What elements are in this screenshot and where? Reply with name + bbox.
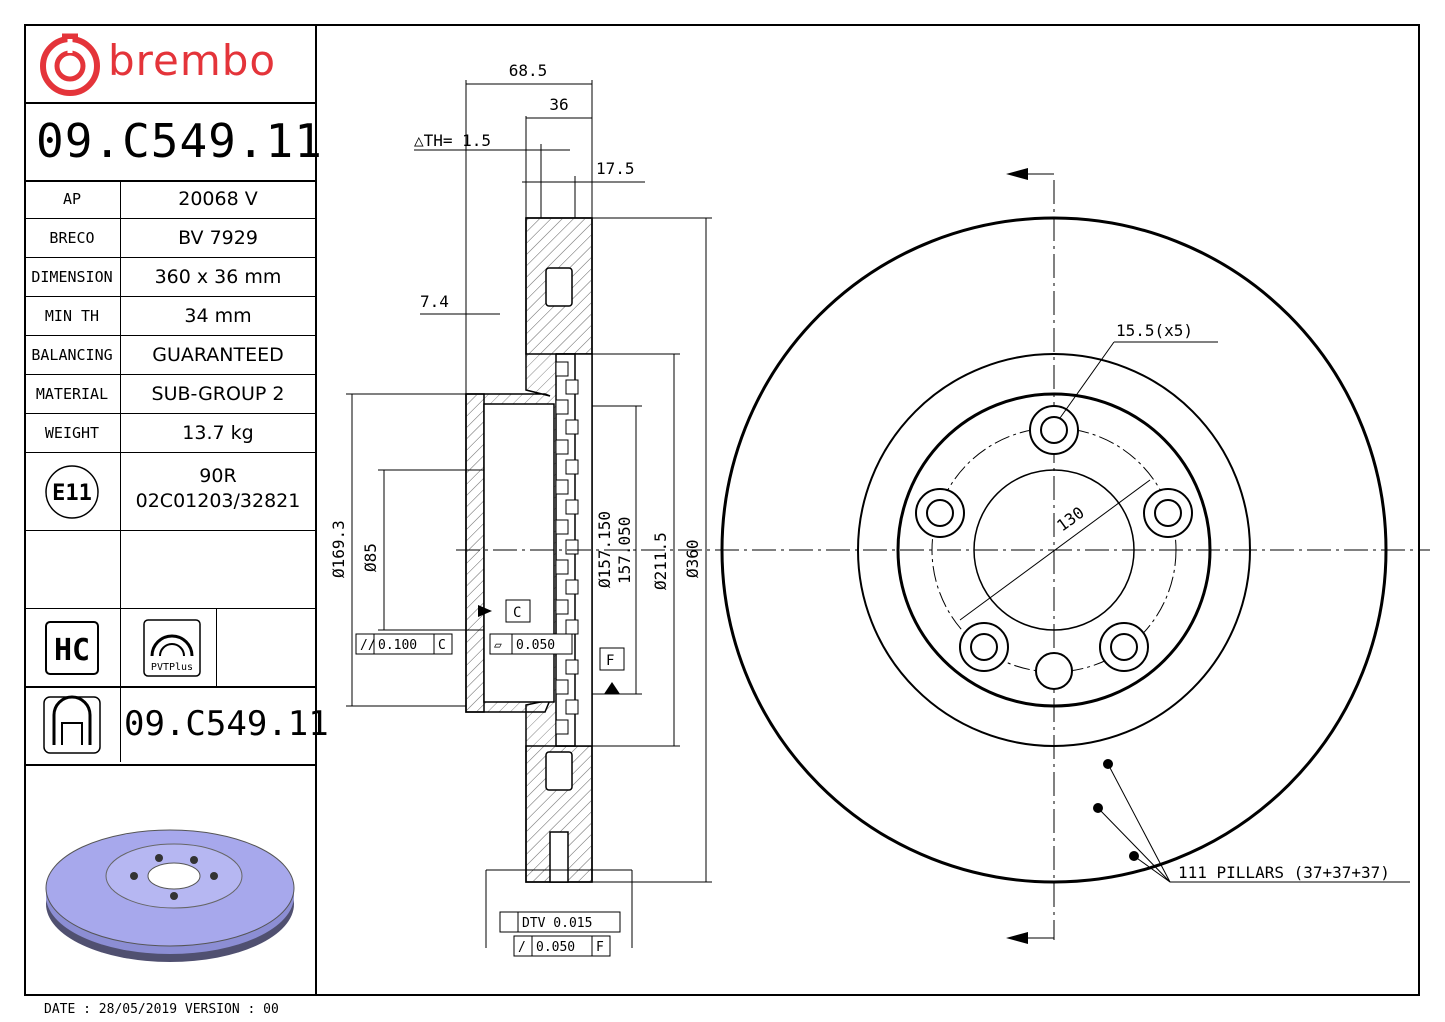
disc-profile-icon <box>43 695 101 754</box>
spec-key: BALANCING <box>24 336 121 374</box>
hc-badge-text: HC <box>54 633 90 668</box>
spec-value: 20068 V <box>178 188 258 210</box>
rotor-3d-image <box>45 829 295 962</box>
spec-key: BRECO <box>24 219 121 257</box>
code-cell: 09.C549.11 <box>24 686 329 766</box>
cert-line-2: 02C01203/32821 <box>135 490 301 512</box>
spec-key: MIN TH <box>24 297 121 335</box>
spec-key: AP <box>24 180 121 218</box>
blank-cell <box>24 530 315 609</box>
certification-text: 90R 02C01203/32821 <box>121 464 315 514</box>
spec-value: BV 7929 <box>178 227 258 249</box>
e11-mark-text: E11 <box>52 481 92 506</box>
pvt-plus-badge-icon: PVTPlus <box>143 619 201 677</box>
drawing-frame <box>24 24 1420 996</box>
spec-value: 34 mm <box>184 305 252 327</box>
e11-mark-icon: E11 <box>45 465 99 519</box>
brembo-logo-icon <box>40 33 100 96</box>
spec-key: WEIGHT <box>24 414 121 452</box>
footer-date-version: DATE : 28/05/2019 VERSION : 00 <box>44 1002 279 1017</box>
certification-cell: E11 90R 02C01203/32821 <box>24 452 315 686</box>
spec-value: 360 x 36 mm <box>154 266 282 288</box>
spec-row-material: MATERIAL SUB-GROUP 2 <box>24 375 315 414</box>
part-number: 09.C549.11 <box>36 114 323 168</box>
badge-cell: HC PVTPlus <box>24 608 315 688</box>
spec-row-ap: AP 20068 V <box>24 180 315 219</box>
spec-row-breco: BRECO BV 7929 <box>24 219 315 258</box>
spec-value: SUB-GROUP 2 <box>151 383 285 405</box>
spec-row-dimension: DIMENSION 360 x 36 mm <box>24 258 315 297</box>
pvt-plus-badge-text: PVTPlus <box>151 662 193 673</box>
logo-cell: brembo <box>24 24 315 104</box>
spec-key: DIMENSION <box>24 258 121 296</box>
spec-row-weight: WEIGHT 13.7 kg <box>24 414 315 453</box>
spec-row-balancing: BALANCING GUARANTEED <box>24 336 315 375</box>
cert-line-1: 90R <box>199 465 237 487</box>
spec-key: MATERIAL <box>24 375 121 413</box>
spec-panel: brembo 09.C549.11 AP 20068 V BRECO BV 79… <box>24 24 329 996</box>
spec-value: 13.7 kg <box>182 422 254 444</box>
brand-name: brembo <box>108 36 277 85</box>
bottom-part-number: 09.C549.11 <box>124 704 329 744</box>
hc-badge-icon: HC <box>45 621 99 675</box>
spec-row-min-th: MIN TH 34 mm <box>24 297 315 336</box>
spec-value: GUARANTEED <box>152 344 284 366</box>
part-number-cell: 09.C549.11 <box>24 102 322 182</box>
